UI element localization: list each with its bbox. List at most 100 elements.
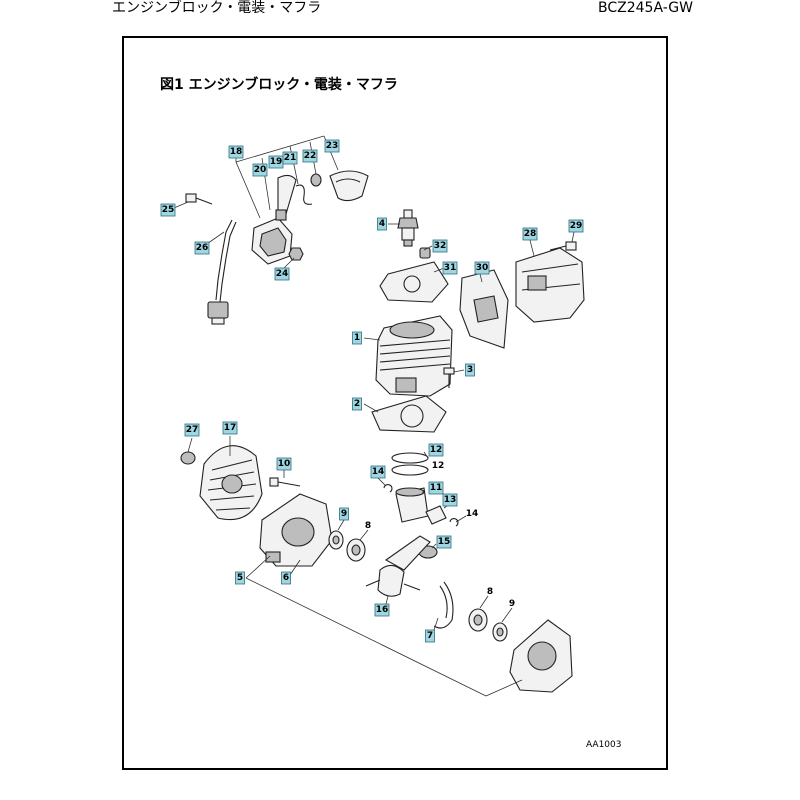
cylinder-part <box>375 315 453 397</box>
piston-pin-part <box>425 505 447 525</box>
callout-label: 26 <box>196 243 209 253</box>
flywheel-part <box>199 445 263 521</box>
callout-tag-box <box>442 261 458 275</box>
ignition-coil-part <box>251 217 293 265</box>
callout-tag-box <box>568 219 584 233</box>
callout-19: 19 <box>268 155 284 169</box>
callout-tag-box <box>228 145 244 159</box>
callout-8: 8 <box>487 587 493 597</box>
circlip-right-part <box>449 518 459 527</box>
callout-tag-box <box>352 331 362 345</box>
callout-label: 32 <box>434 241 447 251</box>
callout-26: 26 <box>194 241 210 255</box>
muffler-gasket-part <box>459 269 509 349</box>
callout-tag-box <box>235 571 245 585</box>
callout-24: 24 <box>274 267 290 281</box>
callout-label: 19 <box>270 157 283 167</box>
callout-label: 2 <box>354 399 360 409</box>
callout-label: 11 <box>430 483 443 493</box>
callout-tag-box <box>522 227 538 241</box>
callout-tag-box <box>465 363 475 377</box>
callout-label: 14 <box>466 509 479 519</box>
plug-cap-part <box>275 174 297 221</box>
callout-label: 12 <box>430 445 443 455</box>
callout-tag-box <box>428 481 444 495</box>
bearing-left-part <box>346 538 366 562</box>
callout-15: 15 <box>436 535 452 549</box>
callout-14: 14 <box>370 465 386 479</box>
callout-25: 25 <box>160 203 176 217</box>
callout-3: 3 <box>465 363 475 377</box>
callout-1: 1 <box>352 331 362 345</box>
callout-9: 9 <box>339 507 349 521</box>
callout-tag-box <box>160 203 176 217</box>
callout-31: 31 <box>442 261 458 275</box>
callout-tag-box <box>432 239 448 253</box>
callout-22: 22 <box>302 149 318 163</box>
callout-label: 30 <box>476 263 489 273</box>
callout-tag-box <box>302 149 318 163</box>
callout-label: 10 <box>278 459 291 469</box>
callout-label: 4 <box>379 219 385 229</box>
callout-label: 28 <box>524 229 537 239</box>
callout-label: 6 <box>283 573 289 583</box>
callout-label: 9 <box>509 599 515 609</box>
callout-7: 7 <box>425 629 435 643</box>
callout-11: 11 <box>428 481 444 495</box>
oil-seal-right-part <box>492 622 508 642</box>
callout-tag-box <box>428 443 444 457</box>
callout-label: 25 <box>162 205 175 215</box>
header-model-code: BCZ245A-GW <box>598 0 693 16</box>
callout-label: 29 <box>570 221 583 231</box>
callout-tag-box <box>474 261 490 275</box>
callout-tag-box <box>352 397 362 411</box>
callout-label: 13 <box>444 495 457 505</box>
callout-29: 29 <box>568 219 584 233</box>
callout-16: 16 <box>374 603 390 617</box>
callout-27: 27 <box>184 423 200 437</box>
piston-rings-part <box>391 452 429 476</box>
callout-tag-box <box>274 267 290 281</box>
callout-label: 14 <box>372 467 385 477</box>
coil-bolt-part <box>185 193 213 205</box>
callout-12: 12 <box>432 461 445 471</box>
callout-tag-box <box>377 217 387 231</box>
piston-part <box>395 487 429 523</box>
callout-label: 8 <box>365 521 371 531</box>
callout-21: 21 <box>282 151 298 165</box>
callout-tag-box <box>374 603 390 617</box>
callout-tag-box <box>436 535 452 549</box>
callout-label: 16 <box>376 605 389 615</box>
callout-label: 27 <box>186 425 199 435</box>
callout-label: 20 <box>254 165 267 175</box>
coil-nut-part <box>288 247 304 261</box>
lead-clip-part <box>310 173 322 187</box>
callout-label: 22 <box>304 151 317 161</box>
figure-title: 図1 エンジンブロック・電装・マフラ <box>160 77 398 93</box>
callout-tag-box <box>425 629 435 643</box>
cylinder-bolt-part <box>443 367 455 388</box>
callout-tag-box <box>339 507 349 521</box>
spark-plug-part <box>397 209 419 247</box>
muffler-bolt-part <box>549 241 577 251</box>
callout-4: 4 <box>377 217 387 231</box>
callout-tag-box <box>281 571 291 585</box>
callout-label: 1 <box>354 333 360 343</box>
callout-tag-box <box>184 423 200 437</box>
callout-tag-box <box>194 241 210 255</box>
callout-tag-box <box>276 457 292 471</box>
callout-10: 10 <box>276 457 292 471</box>
muffler-part <box>515 247 585 323</box>
flywheel-nut-part <box>180 451 196 465</box>
callout-9: 9 <box>509 599 515 609</box>
callout-32: 32 <box>432 239 448 253</box>
callout-30: 30 <box>474 261 490 275</box>
callout-tag-box <box>222 421 238 435</box>
stop-switch-wire-part <box>207 219 237 325</box>
crankcase-right-part <box>509 619 573 693</box>
callout-6: 6 <box>281 571 291 585</box>
callout-5: 5 <box>235 571 245 585</box>
callout-tag-box <box>324 139 340 153</box>
